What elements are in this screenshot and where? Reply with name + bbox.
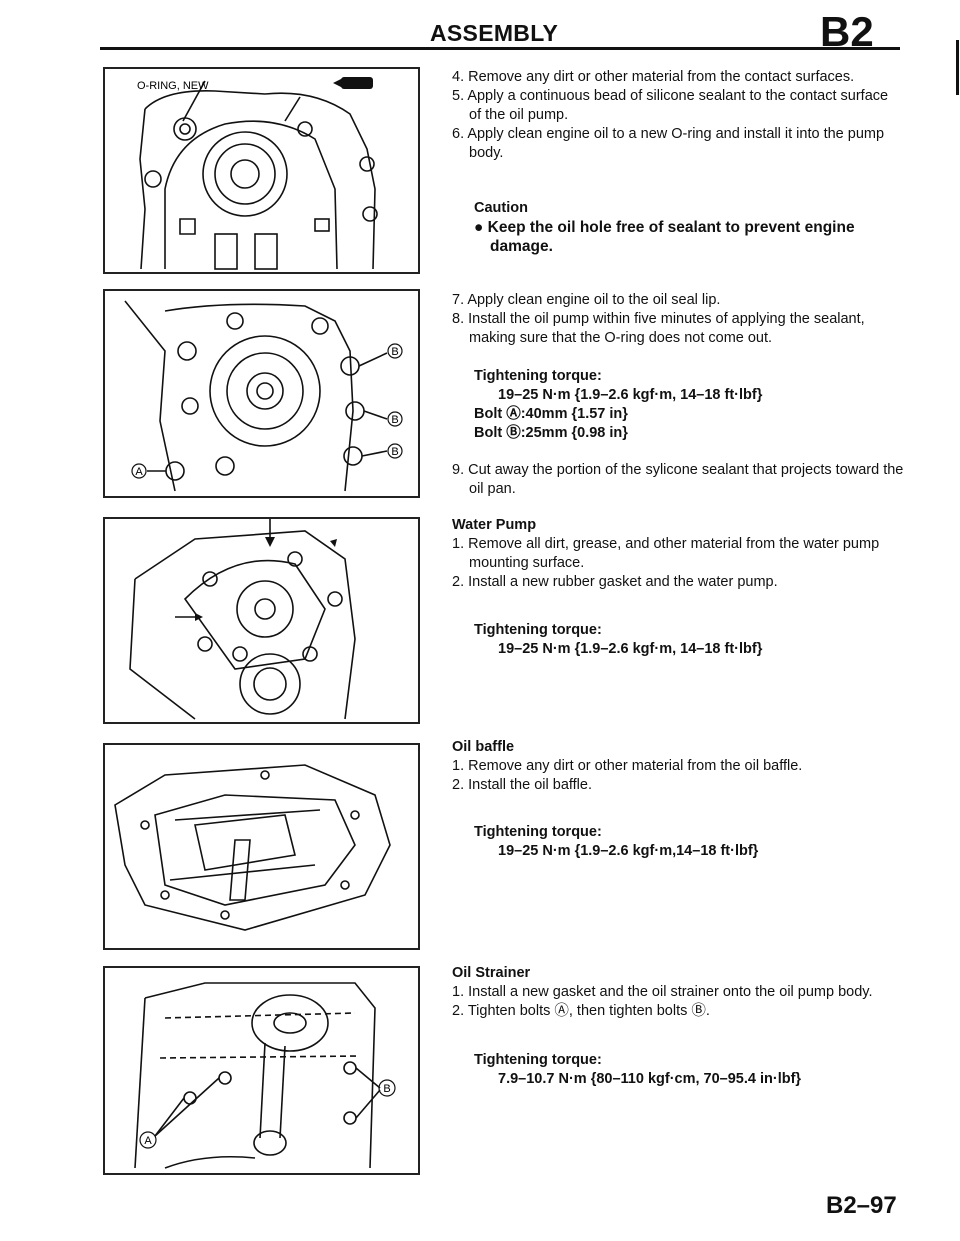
figure-oil-pump-bolts: B B B A <box>103 289 420 498</box>
page-title: ASSEMBLY <box>430 20 559 46</box>
caution-block: Caution ● Keep the oil hole free of seal… <box>452 199 904 256</box>
step-item: 9. Cut away the portion of the sylicone … <box>452 462 904 497</box>
figure-oil-pump-oring: O-RING, NEW <box>103 67 420 274</box>
torque-heading: Tightening torque: <box>474 824 602 840</box>
water-pump-torque: Tightening torque: 19–25 N·m {1.9–2.6 kg… <box>452 621 904 659</box>
figure-water-pump <box>103 517 420 724</box>
callout-a-label: A <box>135 466 143 478</box>
section-heading: Water Pump <box>452 517 537 533</box>
torque-value: 7.9–10.7 N·m {80–110 kgf·cm, 70–95.4 in·… <box>498 1071 802 1087</box>
step-item: 2. Install the oil baffle. <box>452 777 592 793</box>
step-item: 7. Apply clean engine oil to the oil sea… <box>452 292 721 308</box>
step-item: 5. Apply a continuous bead of silicone s… <box>452 88 889 123</box>
oil-baffle-torque: Tightening torque: 19–25 N·m {1.9–2.6 kg… <box>452 823 904 861</box>
bolt-a-spec: Bolt Ⓐ:40mm {1.57 in} <box>474 406 628 422</box>
oil-pump-step9: 9. Cut away the portion of the sylicone … <box>452 461 904 499</box>
torque-heading: Tightening torque: <box>474 1052 602 1068</box>
section-heading: Oil Strainer <box>452 965 531 981</box>
figure-oil-baffle <box>103 743 420 950</box>
torque-value: 19–25 N·m {1.9–2.6 kgf·m, 14–18 ft·lbf} <box>498 387 763 403</box>
oil-baffle-section: Oil baffle 1. Remove any dirt or other m… <box>452 738 904 795</box>
callout-b-label: B <box>391 346 398 358</box>
oil-pump-steps-b: 7. Apply clean engine oil to the oil sea… <box>452 291 904 348</box>
torque-value: 19–25 N·m {1.9–2.6 kgf·m, 14–18 ft·lbf} <box>498 641 763 657</box>
oil-pump-steps-a: 4. Remove any dirt or other material fro… <box>452 68 904 163</box>
caution-heading: Caution <box>474 200 528 216</box>
header-rule <box>100 47 900 50</box>
step-item: 4. Remove any dirt or other material fro… <box>452 69 855 85</box>
oil-pump-torque: Tightening torque: 19–25 N·m {1.9–2.6 kg… <box>452 367 904 443</box>
bolt-b-spec: Bolt Ⓑ:25mm {0.98 in} <box>474 425 628 441</box>
oring-label: O-RING, NEW <box>137 80 209 92</box>
section-heading: Oil baffle <box>452 739 515 755</box>
step-item: 2. Tighten bolts Ⓐ, then tighten bolts Ⓑ… <box>452 1003 710 1019</box>
callout-a-label: A <box>144 1135 152 1147</box>
step-item: 1. Remove all dirt, grease, and other ma… <box>452 536 880 571</box>
figure-oil-strainer: B A <box>103 966 420 1175</box>
torque-heading: Tightening torque: <box>474 368 602 384</box>
step-item: 8. Install the oil pump within five minu… <box>452 311 865 346</box>
oil-strainer-section: Oil Strainer 1. Install a new gasket and… <box>452 964 904 1021</box>
caution-text: ● Keep the oil hole free of sealant to p… <box>474 219 855 255</box>
step-item: 2. Install a new rubber gasket and the w… <box>452 574 778 590</box>
oil-strainer-torque: Tightening torque: 7.9–10.7 N·m {80–110 … <box>452 1051 904 1089</box>
page-edge-mark <box>956 40 959 95</box>
step-item: 6. Apply clean engine oil to a new O-rin… <box>452 126 885 161</box>
water-pump-section: Water Pump 1. Remove all dirt, grease, a… <box>452 516 904 592</box>
torque-heading: Tightening torque: <box>474 622 602 638</box>
torque-value: 19–25 N·m {1.9–2.6 kgf·m,14–18 ft·lbf} <box>498 843 759 859</box>
callout-b-label: B <box>391 446 398 458</box>
callout-b-label: B <box>391 414 398 426</box>
page-number: B2–97 <box>826 1192 897 1219</box>
step-item: 1. Install a new gasket and the oil stra… <box>452 984 873 1000</box>
callout-b-label: B <box>383 1083 390 1095</box>
step-item: 1. Remove any dirt or other material fro… <box>452 758 803 774</box>
